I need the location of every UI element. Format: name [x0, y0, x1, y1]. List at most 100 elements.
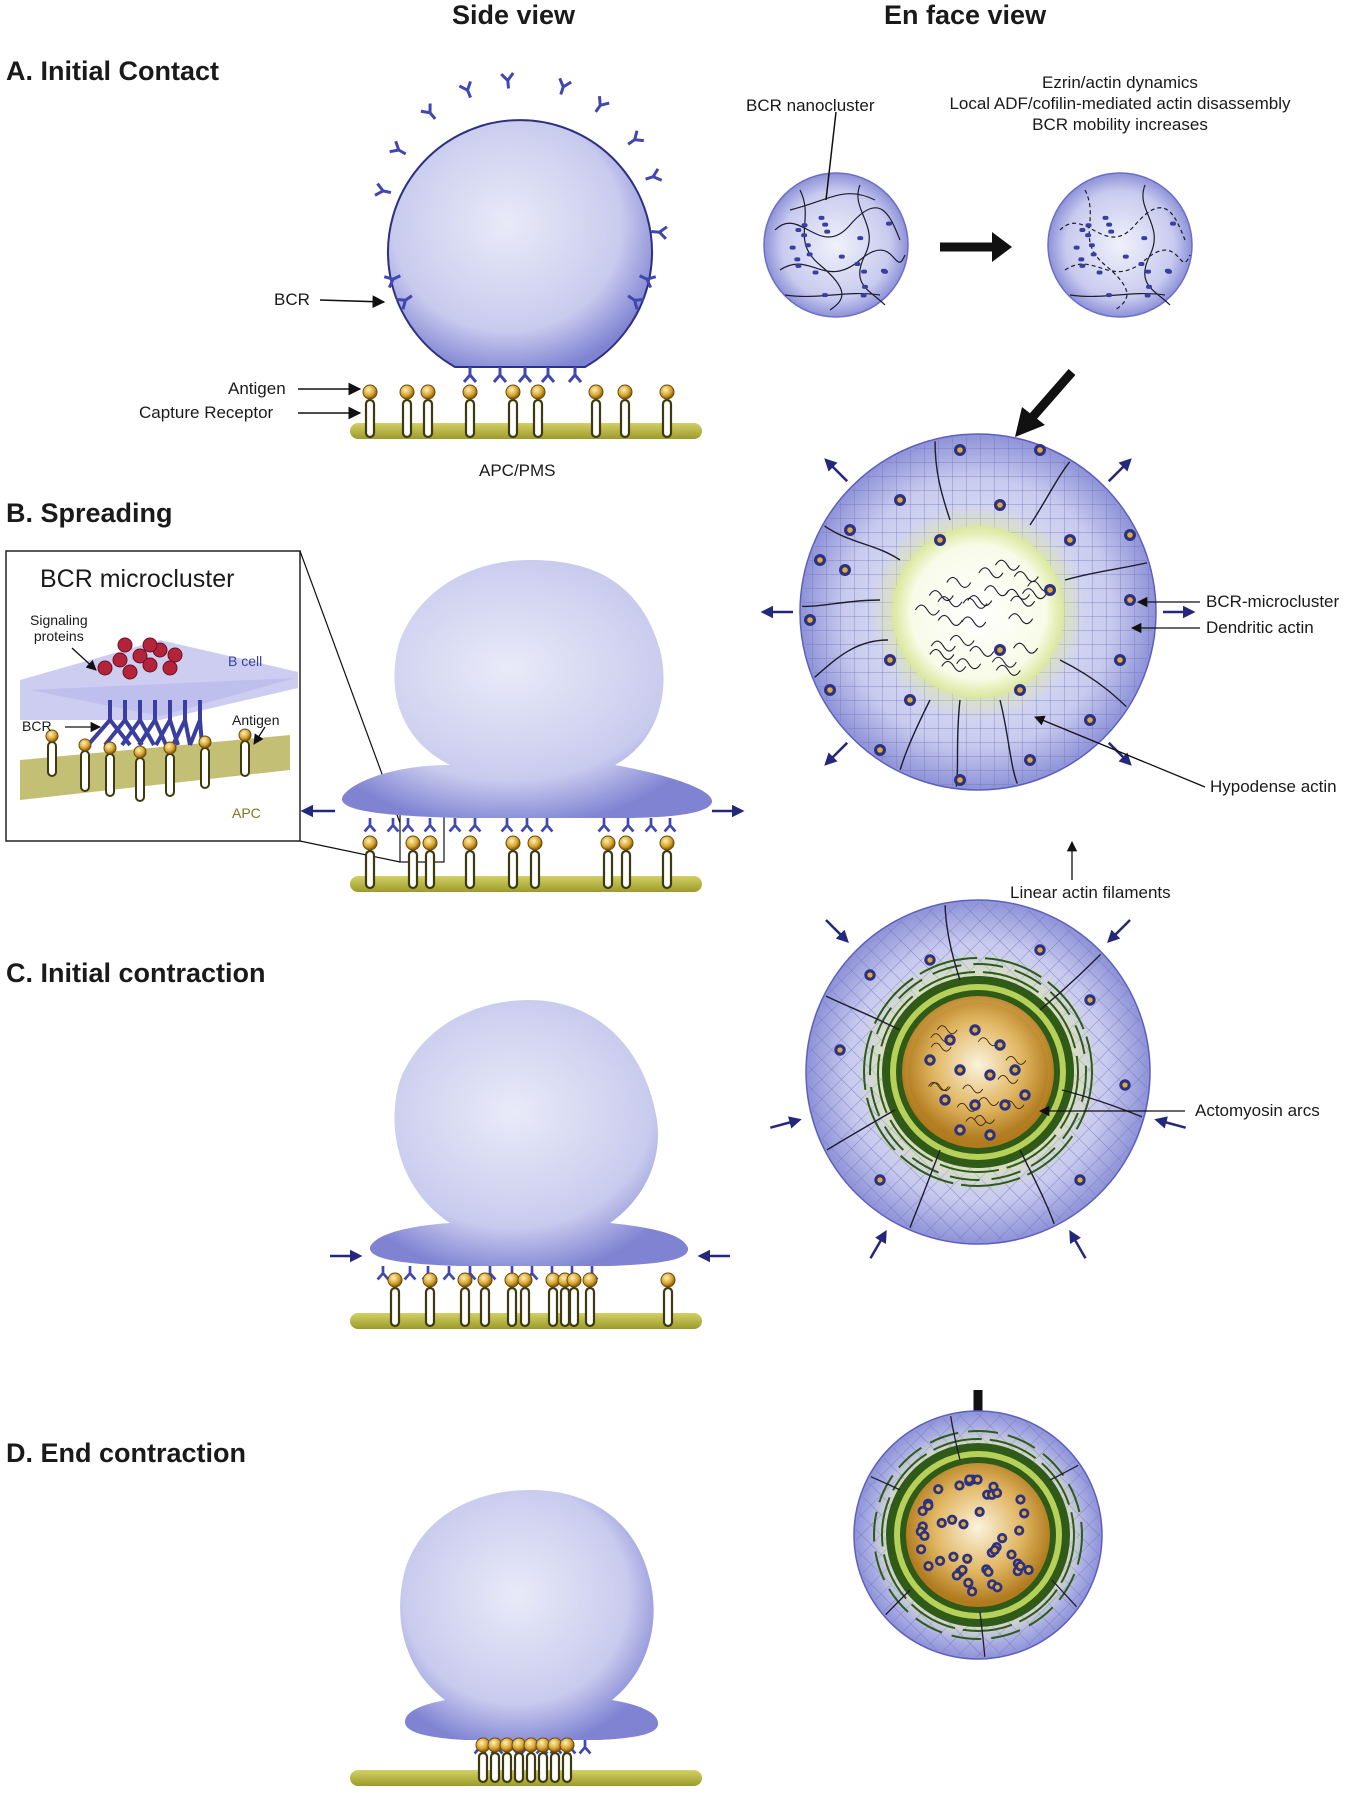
capture-receptor: [103, 741, 117, 797]
bcr-glyph: [376, 1266, 390, 1281]
inset-label-signaling-line2: proteins: [33, 628, 84, 644]
signaling-protein: [162, 660, 178, 676]
bcr-microcluster: [954, 774, 966, 786]
capture-receptor: [527, 835, 543, 890]
bcr-microcluster: [962, 1553, 973, 1564]
capture-receptor: [238, 728, 252, 777]
capture-receptor: [362, 835, 378, 890]
capture-receptor: [511, 1737, 527, 1784]
bcr-microcluster: [944, 1034, 956, 1046]
column-title-side: Side view: [452, 0, 576, 30]
bcr-microcluster: [1124, 529, 1136, 541]
label-antigen: Antigen: [228, 379, 286, 398]
bcr-glyph: [386, 818, 400, 833]
bcr-nanocluster-dot: [1145, 269, 1152, 274]
bcr-nanocluster-dot: [1169, 221, 1176, 226]
capture-receptors-a: [362, 384, 675, 439]
bcr-microcluster: [874, 744, 886, 756]
capture-receptor: [477, 1272, 493, 1328]
contract-arrows-enface-c: [770, 919, 1186, 1259]
bcr-microcluster: [824, 684, 836, 696]
inset-label-signaling: Signaling proteins: [30, 612, 88, 644]
capture-receptor: [582, 1272, 598, 1328]
label-dynamics-line2: Local ADF/cofilin-mediated actin disasse…: [949, 94, 1291, 113]
bcr-microcluster: [1044, 584, 1056, 596]
capture-receptor: [659, 384, 675, 439]
capture-receptor: [530, 384, 546, 439]
bcr-microcluster: [983, 1566, 994, 1578]
bcr-glyph: [597, 818, 611, 833]
inset-label-antigen: Antigen: [232, 712, 280, 728]
cell-side-c: [369, 1000, 689, 1266]
capture-receptor: [487, 1737, 503, 1784]
bcr-receptors-a: [374, 72, 668, 383]
capture-receptors-c: [387, 1272, 676, 1328]
cell-side-d: [400, 1490, 659, 1740]
bcr-nanocluster-dot: [1122, 254, 1129, 259]
bcr-nanocluster-dot: [861, 269, 868, 274]
bcr-microcluster: [954, 444, 966, 456]
bcr-nanocluster-dot: [822, 222, 829, 227]
bcr-microcluster: [992, 1582, 1003, 1593]
capture-receptor: [163, 741, 177, 797]
bcr-microcluster: [997, 1533, 1008, 1544]
inset-label-bcr: BCR: [22, 718, 52, 734]
signaling-protein: [142, 657, 158, 673]
capture-receptor: [535, 1737, 551, 1784]
capture-receptor: [420, 384, 436, 439]
bcr-microcluster: [1019, 1508, 1030, 1519]
bcr-microcluster: [1034, 944, 1046, 956]
capture-receptor: [422, 835, 438, 890]
label-linear-actin: Linear actin filaments: [1010, 883, 1171, 902]
bcr-microcluster: [884, 654, 896, 666]
bcr-nanocluster-dot: [854, 262, 861, 267]
bcr-nanocluster-dot: [1105, 293, 1112, 298]
label-bcr-microcluster: BCR-microcluster: [1206, 592, 1340, 611]
bcr-microcluster: [954, 1124, 966, 1136]
capture-receptor: [566, 1272, 582, 1328]
signaling-protein: [167, 647, 183, 663]
bcr-glyph: [442, 1266, 456, 1281]
capture-receptor: [499, 1737, 515, 1784]
bcr-microcluster: [984, 1129, 996, 1141]
bcr-microcluster: [966, 1586, 978, 1597]
bcr-nanocluster-dot: [838, 254, 845, 259]
signaling-protein: [132, 648, 148, 664]
bcr-microcluster: [1015, 1494, 1026, 1505]
inset-title: BCR microcluster: [40, 565, 235, 593]
bcr-glyph: [448, 818, 462, 833]
capture-receptor: [547, 1737, 563, 1784]
bcr-glyph: [389, 140, 407, 156]
signaling-protein: [117, 637, 133, 653]
bcr-glyph: [492, 367, 508, 383]
bcr-nanocluster-dot: [795, 263, 802, 268]
bcr-microcluster: [954, 1064, 966, 1076]
bcr-nanocluster-dot: [1106, 222, 1113, 227]
bcr-receptors-b: [363, 818, 677, 833]
label-dendritic-actin: Dendritic actin: [1206, 618, 1314, 637]
capture-receptor: [559, 1737, 575, 1784]
capture-receptor: [462, 384, 478, 439]
cell-side-b: [341, 560, 713, 818]
bcr-microcluster: [1064, 534, 1076, 546]
inset-label-signaling-line1: Signaling: [30, 612, 88, 628]
bcr-nanocluster-dot: [795, 228, 802, 233]
capture-receptor: [545, 1272, 561, 1328]
bcr-microcluster: [964, 1474, 975, 1485]
annotation-arrows-b: [1034, 596, 1206, 880]
spread-arrows-enface-b: [760, 458, 1196, 766]
capture-receptor: [198, 735, 212, 789]
capture-receptor: [399, 384, 415, 439]
bcr-nanocluster-dot: [1146, 284, 1153, 289]
bcr-microcluster: [1124, 594, 1136, 606]
bcr-glyph: [638, 274, 657, 289]
bcr-microcluster: [1014, 684, 1026, 696]
bcr-glyph: [567, 367, 583, 383]
capture-receptor: [133, 745, 147, 802]
bcr-nanocluster-dot: [1144, 293, 1151, 298]
capture-receptor: [362, 384, 378, 439]
bcr-glyph: [651, 225, 668, 240]
signaling-protein: [97, 660, 113, 676]
bcr-nanocluster-dot: [1085, 233, 1092, 238]
